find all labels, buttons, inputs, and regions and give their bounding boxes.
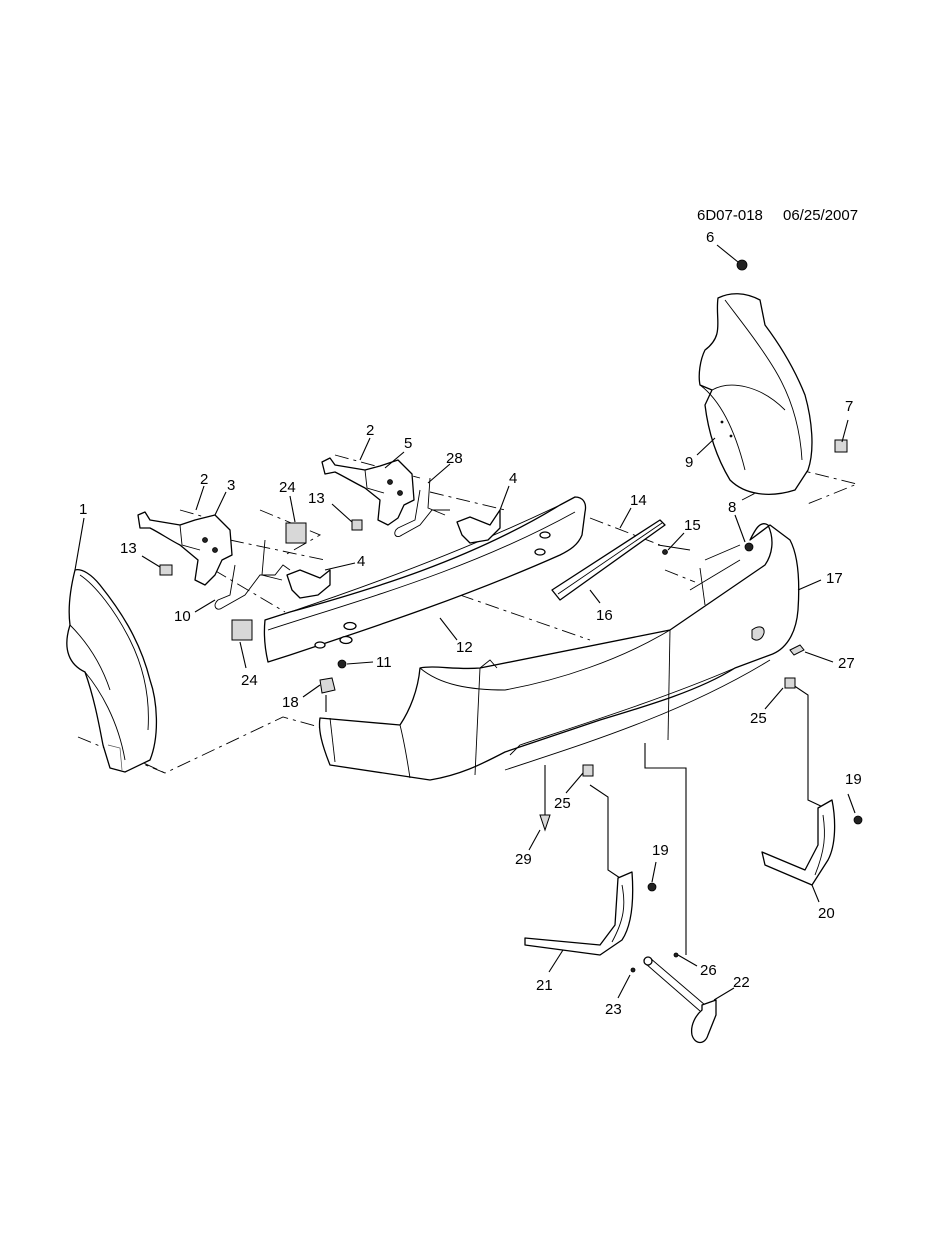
part-right-support-bracket: [761, 799, 836, 886]
callout-18: 18: [282, 694, 299, 711]
callout-9: 9: [685, 454, 693, 471]
callout-15: 15: [684, 517, 701, 534]
fasteners: [159, 259, 863, 973]
callout-13-right: 13: [308, 490, 325, 507]
callout-25-right: 25: [750, 710, 767, 727]
part-left-fender-liner: [66, 569, 158, 773]
callout-leaders: [74, 244, 856, 1001]
callout-19-left: 19: [652, 842, 669, 859]
callout-10: 10: [174, 608, 191, 625]
callout-27: 27: [838, 655, 855, 672]
callout-23: 23: [605, 1001, 622, 1018]
callout-26: 26: [700, 962, 717, 979]
part-impact-bar: [263, 496, 587, 663]
callout-3: 3: [227, 477, 235, 494]
part-wire-brackets: [214, 477, 450, 610]
part-bumper-fascia: [318, 523, 800, 781]
part-right-bumper-bracket: [321, 457, 415, 526]
callout-17: 17: [826, 570, 843, 587]
part-tow-eye: [643, 956, 717, 1044]
callout-14: 14: [630, 492, 647, 509]
callout-24-left: 24: [241, 672, 258, 689]
callout-24-right: 24: [279, 479, 296, 496]
callout-2-left: 2: [200, 471, 208, 488]
callout-labels: 1 2 2 3 4 4 5 6 7 8 9 10 11 12 13 13 14 …: [79, 229, 862, 1018]
callout-16: 16: [596, 607, 613, 624]
callout-4-left: 4: [357, 553, 365, 570]
callout-20: 20: [818, 905, 835, 922]
drawing-date: 06/25/2007: [783, 207, 858, 224]
callout-11: 11: [376, 654, 392, 671]
drawing-id: 6D07-018: [697, 207, 763, 224]
callout-25-left: 25: [554, 795, 571, 812]
callout-19-right: 19: [845, 771, 862, 788]
callout-5: 5: [404, 435, 412, 452]
callout-22: 22: [733, 974, 750, 991]
callout-4-right: 4: [509, 470, 517, 487]
callout-12: 12: [456, 639, 473, 656]
part-right-fender-liner: [698, 293, 813, 495]
callout-6: 6: [706, 229, 714, 246]
callout-28: 28: [446, 450, 463, 467]
callout-29: 29: [515, 851, 532, 868]
callout-8: 8: [728, 499, 736, 516]
callout-2-right: 2: [366, 422, 374, 439]
callout-1: 1: [79, 501, 87, 518]
part-left-support-bracket: [524, 871, 634, 956]
part-guide-bracket: [551, 519, 666, 601]
part-left-bumper-bracket: [137, 511, 233, 586]
callout-21: 21: [536, 977, 553, 994]
callout-7: 7: [845, 398, 853, 415]
part-retainer-brackets: [286, 509, 501, 599]
callout-13-left: 13: [120, 540, 137, 557]
